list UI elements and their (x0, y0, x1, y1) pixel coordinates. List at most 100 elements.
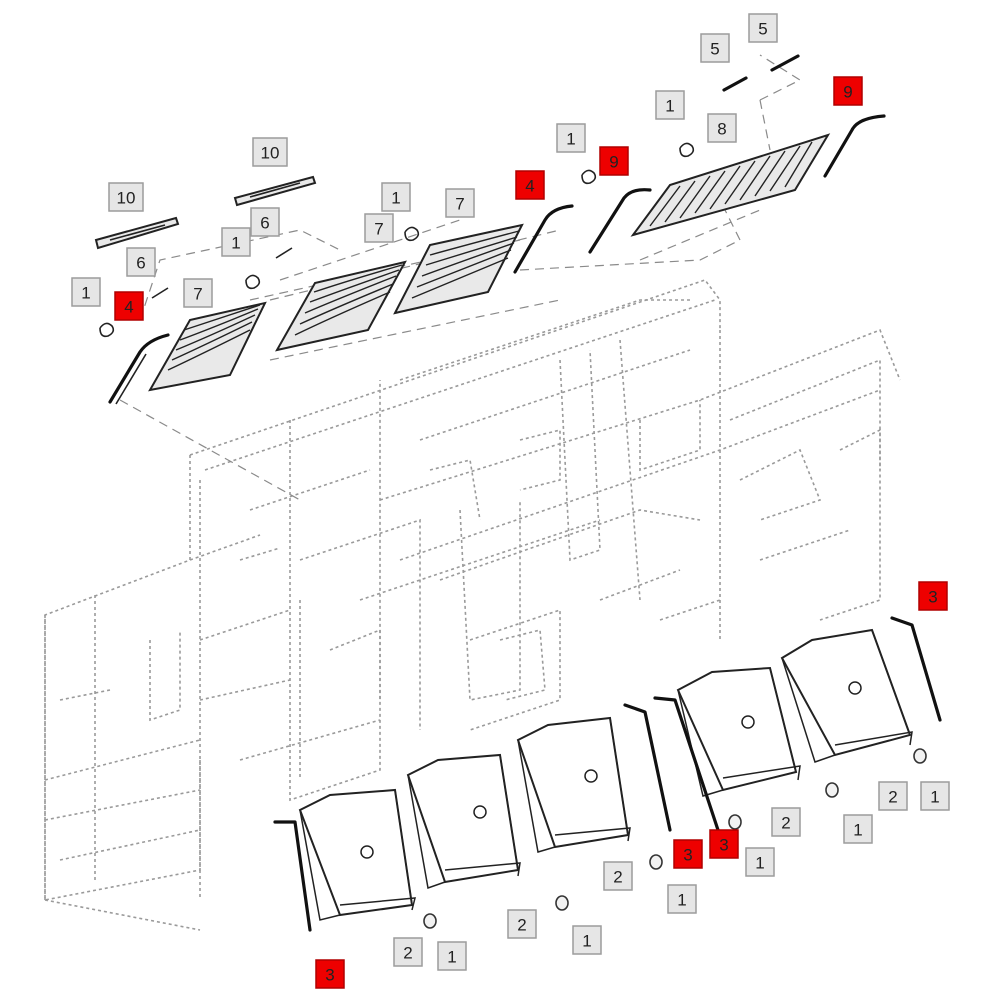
callout-box (920, 781, 950, 811)
callout-number: 2 (781, 814, 790, 833)
callout-number: 2 (888, 788, 897, 807)
callout-box (878, 781, 908, 811)
callout-number: 7 (455, 195, 464, 214)
callout-number: 4 (124, 298, 133, 317)
callout-number: 2 (613, 868, 622, 887)
callout-number: 3 (719, 836, 728, 855)
callout-6: 6 (126, 247, 156, 277)
callout-1: 1 (667, 884, 697, 914)
callout-number: 1 (566, 130, 575, 149)
callout-2: 2 (771, 807, 801, 837)
callout-number: 6 (260, 214, 269, 233)
rod-9-right (823, 114, 886, 178)
callout-box (700, 33, 730, 63)
callout-box (221, 227, 251, 257)
cover-2-c (516, 703, 672, 853)
callout-number: 3 (683, 846, 692, 865)
callout-1: 1 (920, 781, 950, 811)
callout-number: 1 (447, 948, 456, 967)
callout-box (515, 170, 545, 200)
callout-box (745, 847, 775, 877)
callout-number: 6 (136, 254, 145, 273)
callout-box (315, 959, 345, 989)
callout-3-highlighted: 3 (673, 839, 703, 869)
callout-number: 2 (517, 916, 526, 935)
callout-box (833, 76, 863, 106)
callout-number: 1 (81, 284, 90, 303)
callout-6: 6 (250, 207, 280, 237)
callout-7: 7 (183, 278, 213, 308)
callout-number: 3 (325, 966, 334, 985)
nut-1-a (423, 913, 437, 929)
callout-number: 8 (717, 120, 726, 139)
callout-box (603, 861, 633, 891)
callout-number: 10 (117, 189, 136, 208)
callout-number: 2 (403, 944, 412, 963)
grille-panel-8 (630, 133, 831, 237)
callout-10: 10 (252, 137, 288, 167)
callout-7: 7 (445, 188, 475, 218)
clip-1-e (679, 142, 695, 158)
callout-number: 10 (261, 144, 280, 163)
callout-number: 1 (930, 788, 939, 807)
callout-box (771, 807, 801, 837)
callout-1: 1 (556, 123, 586, 153)
callout-box (250, 207, 280, 237)
callout-number: 1 (231, 234, 240, 253)
callout-1: 1 (655, 90, 685, 120)
bracket-5-a (722, 76, 748, 92)
callout-box (655, 90, 685, 120)
cover-2-b (406, 753, 521, 890)
grille-panel-7-c (393, 223, 524, 315)
callout-number: 9 (609, 153, 618, 172)
rod-4-center (513, 204, 574, 274)
clip-1-c (404, 226, 420, 242)
screw-6-a (151, 287, 169, 299)
callout-number: 5 (710, 40, 719, 59)
callout-1: 1 (745, 847, 775, 877)
callout-5: 5 (748, 13, 778, 43)
callout-3-highlighted: 3 (918, 581, 948, 611)
rod-4-left (108, 333, 170, 405)
callout-3-highlighted: 3 (315, 959, 345, 989)
callout-2: 2 (878, 781, 908, 811)
clip-1-d (581, 169, 597, 185)
callout-box (572, 925, 602, 955)
callout-box (183, 278, 213, 308)
nut-1-d (728, 814, 742, 830)
cover-2-d (653, 666, 801, 832)
callout-number: 1 (755, 854, 764, 873)
callout-box (918, 581, 948, 611)
callout-1: 1 (381, 182, 411, 212)
callout-3-highlighted: 3 (709, 829, 739, 859)
callout-number: 1 (677, 891, 686, 910)
callout-box (556, 123, 586, 153)
machine-frame (44, 279, 901, 931)
callout-2: 2 (393, 937, 423, 967)
callout-10: 10 (108, 182, 144, 212)
callout-number: 7 (193, 285, 202, 304)
callout-box (437, 941, 467, 971)
rod-9-center (588, 188, 652, 254)
callout-8: 8 (707, 113, 737, 143)
nut-1-f (913, 748, 927, 764)
callout-1: 1 (71, 277, 101, 307)
callout-box (108, 182, 144, 212)
callout-box (843, 814, 873, 844)
callout-box (114, 291, 144, 321)
callout-box (126, 247, 156, 277)
grille-panel-7-b (275, 260, 407, 352)
callout-1: 1 (221, 227, 251, 257)
clip-1-b (245, 274, 261, 290)
callout-1: 1 (843, 814, 873, 844)
callout-5: 5 (700, 33, 730, 63)
callout-1: 1 (437, 941, 467, 971)
callout-number: 9 (843, 83, 852, 102)
callout-box (748, 13, 778, 43)
callout-2: 2 (507, 909, 537, 939)
callout-box (599, 146, 629, 176)
callout-box (709, 829, 739, 859)
callout-number: 1 (391, 189, 400, 208)
